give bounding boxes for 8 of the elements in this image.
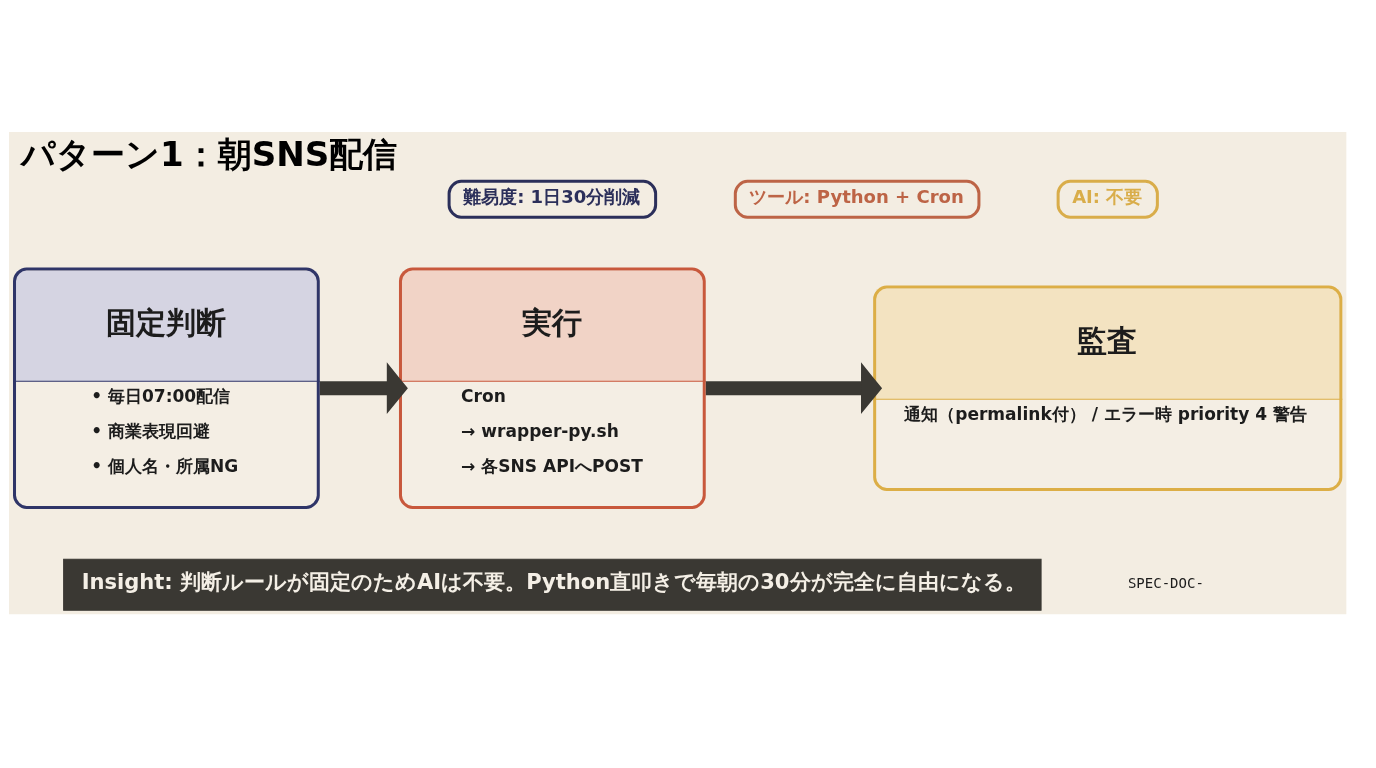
label: SPEC-DOC- [1127,575,1204,592]
diagram-title: パターン1：朝SNS配信 [20,134,397,175]
arrow [705,362,882,415]
node-box: AI: 不要 [1056,179,1159,219]
node-box: 難易度: 1日30分削減 [447,179,657,219]
node-box: Insight: 判断ルールが固定のためAIは不要。Python直叩きで毎朝の30分が完全に自由になる。 [62,558,1042,611]
arrow [319,362,408,415]
node-box: ツール: Python + Cron [733,179,980,219]
